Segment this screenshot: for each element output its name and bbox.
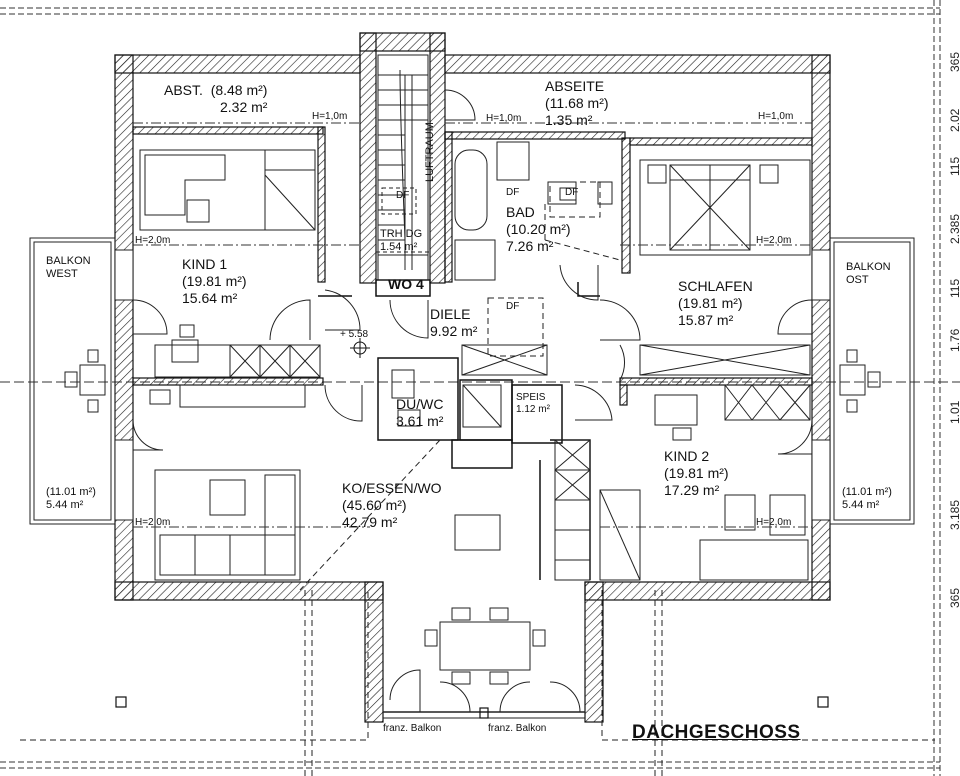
dimension-label: 365 [948, 587, 960, 608]
balkon-ost-area: (11.01 m²) 5.44 m² [842, 486, 892, 512]
abseite-label: ABSEITE (11.68 m²) 1.35 m² [545, 78, 609, 128]
koessen-label: KO/ESSEN/WO (45.60 m²) 42.79 m² [342, 480, 442, 530]
balconies [29, 237, 915, 525]
wo-label: WO 4 [388, 276, 424, 292]
staircase [376, 54, 430, 281]
dimension-label: 115 [948, 156, 960, 176]
df-label: DF [396, 190, 410, 201]
dimension-label: 115 [948, 278, 960, 298]
level-label: + 5.58 [340, 329, 369, 340]
franz-balkon-label: franz. Balkon [488, 723, 547, 734]
height-label: H=1,0m [758, 111, 794, 122]
dimension-label: 3.185 [948, 499, 960, 530]
dimension-label: 365 [948, 51, 960, 72]
df-label: DF [506, 187, 520, 198]
balkon-ost-label: BALKON OST [846, 261, 891, 287]
kind2-label: KIND 2 (19.81 m²) 17.29 m² [664, 448, 729, 498]
abst-label: ABST. (8.48 m²) 2.32 m² [164, 82, 268, 115]
dimension-label: 1.76 [948, 328, 960, 352]
furniture [139, 141, 811, 685]
kind1-label: KIND 1 (19.81 m²) 15.64 m² [182, 256, 247, 306]
df-label: DF [506, 301, 520, 312]
balkon-west-label: BALKON WEST [46, 255, 91, 281]
height-label: H=2,0m [135, 235, 171, 246]
balkon-west-area: (11.01 m²) 5.44 m² [46, 486, 96, 512]
diele-label: DIELE 9.92 m² [430, 306, 478, 339]
height-lines [133, 122, 812, 528]
df-label: DF [565, 187, 579, 198]
dimension-label: 2.02 [948, 108, 960, 132]
dimension-label: 2.385 [948, 213, 960, 244]
floor-title: DACHGESCHOSS [632, 722, 801, 743]
height-label: H=1,0m [312, 111, 348, 122]
height-label: H=2,0m [135, 517, 171, 528]
schlafen-label: SCHLAFEN (19.81 m²) 15.87 m² [678, 278, 753, 328]
trh-label: TRH DG 1.54 m² [380, 228, 423, 254]
skylight-outlines [20, 181, 935, 776]
height-label: H=2,0m [756, 235, 792, 246]
bad-label: BAD (10.20 m²) 7.26 m² [506, 204, 571, 254]
dimension-label: 1.01 [948, 400, 960, 424]
franz-balkon-label: franz. Balkon [383, 723, 442, 734]
height-label: H=1,0m [486, 113, 522, 124]
duwc-label: DU/WC 3.61 m² [396, 396, 444, 429]
speis-label: SPEIS 1.12 m² [516, 392, 550, 415]
luftraum-label: LUFTRAUM [424, 122, 436, 182]
level-marker [350, 338, 370, 358]
height-label: H=2,0m [756, 517, 792, 528]
column-markers [115, 696, 829, 719]
doors [132, 89, 813, 719]
